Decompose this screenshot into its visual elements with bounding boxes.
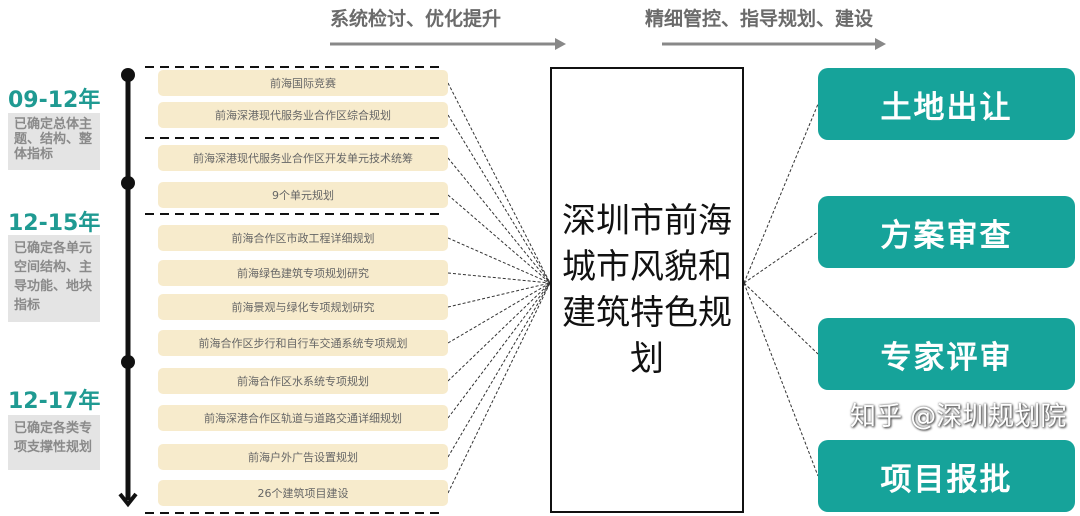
phase-dividers	[145, 66, 445, 514]
plan-item: 前海深港现代服务业合作区开发单元技术统筹	[158, 145, 448, 171]
timeline	[118, 68, 138, 508]
connector-line	[447, 282, 551, 494]
center-plan-box: 深圳市前海城市风貌和建筑特色规划	[550, 67, 744, 513]
phase-note: 已确定各类专项支撑性规划	[8, 415, 100, 470]
phase-year: 12-15年	[8, 211, 101, 236]
output-project-approval: 项目报批	[818, 440, 1075, 512]
connector-line	[447, 282, 551, 419]
plan-item: 前海合作区市政工程详细规划	[158, 225, 448, 251]
center-title: 深圳市前海城市风貌和建筑特色规划	[562, 201, 732, 379]
connector-line	[447, 282, 551, 382]
arrow-left-head	[555, 38, 566, 50]
connector-line	[447, 237, 551, 284]
plan-item: 前海户外广告设置规划	[158, 444, 448, 470]
connector-line	[743, 282, 819, 477]
connector-line	[743, 282, 819, 355]
plan-item: 26个建筑项目建设	[158, 480, 448, 506]
connector-line	[447, 114, 551, 284]
phase-year: 12-17年	[8, 389, 101, 414]
connector-line	[743, 231, 819, 284]
connector-line	[447, 272, 551, 284]
connector-line	[447, 194, 551, 284]
plan-item: 前海深港现代服务业合作区综合规划	[158, 102, 448, 128]
connector-line	[447, 157, 551, 284]
phase-note: 已确定总体主题、结构、整体指标	[8, 113, 100, 170]
plan-item: 前海深港合作区轨道与道路交通详细规划	[158, 405, 448, 431]
output-scheme-review: 方案审查	[818, 196, 1075, 268]
plan-item: 前海合作区水系统专项规划	[158, 368, 448, 394]
plan-item: 前海合作区步行和自行车交通系统专项规划	[158, 330, 448, 356]
header-left: 系统检讨、优化提升	[330, 8, 502, 30]
connector-line	[447, 282, 551, 308]
plan-item: 前海绿色建筑专项规划研究	[158, 260, 448, 286]
connector-line	[447, 82, 551, 284]
output-land-transfer: 土地出让	[818, 68, 1075, 140]
connector-line	[447, 282, 551, 344]
plan-item: 前海景观与绿化专项规划研究	[158, 294, 448, 320]
connector-line	[447, 282, 551, 458]
phase-note: 已确定各单元空间结构、主导功能、地块指标	[8, 235, 100, 322]
plan-item: 9个单元规划	[158, 182, 448, 208]
watermark: 知乎 @深圳规划院	[850, 402, 1067, 432]
connector-line	[743, 103, 819, 284]
header-right: 精细管控、指导规划、建设	[645, 8, 874, 30]
phase-year: 09-12年	[8, 88, 101, 113]
plan-item: 前海国际竞赛	[158, 70, 448, 96]
output-expert-review: 专家评审	[818, 318, 1075, 390]
arrow-right-head	[875, 38, 886, 50]
